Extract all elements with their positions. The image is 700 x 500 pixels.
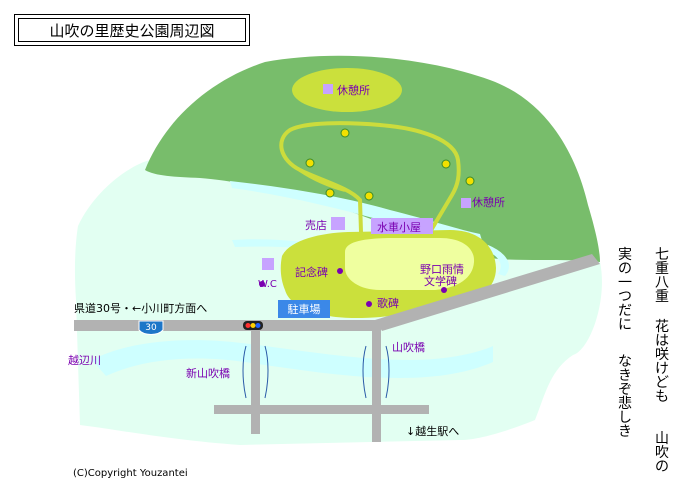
road-direction-label: 県道30号・←小川町方面へ bbox=[74, 301, 207, 315]
parking-label: 駐車場 bbox=[288, 302, 321, 316]
rest-east-label: 休憩所 bbox=[472, 195, 505, 209]
bridge-new-label: 新山吹橋 bbox=[186, 366, 230, 380]
map-title: 山吹の里歴史公園周辺図 bbox=[18, 18, 246, 42]
bridge-rails bbox=[242, 345, 390, 399]
route-number: 30 bbox=[145, 323, 157, 333]
poem-line-2: 実の一つだに bbox=[618, 247, 632, 333]
rest-house-north-icon bbox=[323, 84, 333, 94]
yamabuki-flowers bbox=[305, 128, 475, 201]
title-box: 山吹の里歴史公園周辺図 bbox=[14, 14, 250, 46]
copyright-text: (C)Copyright Youzantei bbox=[73, 468, 188, 479]
river-koshibe bbox=[92, 340, 493, 378]
stream-right bbox=[484, 245, 509, 276]
rest-house-east-icon bbox=[461, 198, 471, 208]
road-bridge-yamabuki bbox=[372, 326, 381, 442]
poem-line-1c: 山吹の bbox=[655, 431, 669, 475]
noguchi-dot-icon bbox=[441, 287, 447, 293]
noguchi-label-line1: 野口雨情 bbox=[420, 263, 464, 276]
noguchi-label-line2: 文学碑 bbox=[424, 274, 457, 288]
water-hut-label: 水車小屋 bbox=[377, 220, 421, 234]
flower-icon bbox=[340, 128, 350, 138]
poem-line-1b: 花は咲けども bbox=[655, 319, 669, 405]
prefectural-road-30 bbox=[74, 320, 380, 331]
flower-icon bbox=[364, 191, 374, 201]
route-30-badge: 30 bbox=[138, 320, 164, 335]
lawn-area bbox=[345, 238, 475, 290]
shop-icon bbox=[331, 217, 345, 230]
bridge-yamabuki-label: 山吹橋 bbox=[392, 340, 425, 354]
flower-icon bbox=[325, 188, 335, 198]
poem-line-2b: なきぞ悲しき bbox=[618, 354, 632, 440]
traffic-light-icon bbox=[243, 321, 263, 330]
roads bbox=[74, 254, 600, 442]
flower-icon bbox=[441, 159, 451, 169]
poem-line-1: 七重八重 bbox=[655, 247, 669, 305]
road-south bbox=[214, 405, 429, 414]
wc-label: W.C bbox=[258, 279, 277, 290]
walking-path-loop bbox=[298, 168, 346, 192]
song-stone-dot-icon bbox=[366, 301, 372, 307]
wc-dot-icon bbox=[259, 281, 265, 287]
flower-icon bbox=[465, 176, 475, 186]
rest-area-north bbox=[292, 68, 402, 112]
monument-markers bbox=[259, 268, 447, 307]
river-label: 越辺川 bbox=[68, 353, 101, 367]
wc-icon bbox=[262, 258, 274, 270]
station-label: ↓越生駅へ bbox=[406, 424, 459, 438]
memorial-label: 記念碑 bbox=[295, 265, 328, 279]
flower-icon bbox=[305, 158, 315, 168]
parking-box bbox=[278, 300, 330, 318]
road-diagonal bbox=[375, 254, 600, 331]
memorial-dot-icon bbox=[337, 268, 343, 274]
song-stone-label: 歌碑 bbox=[377, 296, 399, 310]
shop-label: 売店 bbox=[305, 218, 327, 232]
road-bridge-new bbox=[251, 326, 260, 434]
water-hut-box bbox=[371, 218, 433, 234]
forest-area bbox=[145, 55, 600, 263]
rest-north-label: 休憩所 bbox=[337, 83, 370, 97]
